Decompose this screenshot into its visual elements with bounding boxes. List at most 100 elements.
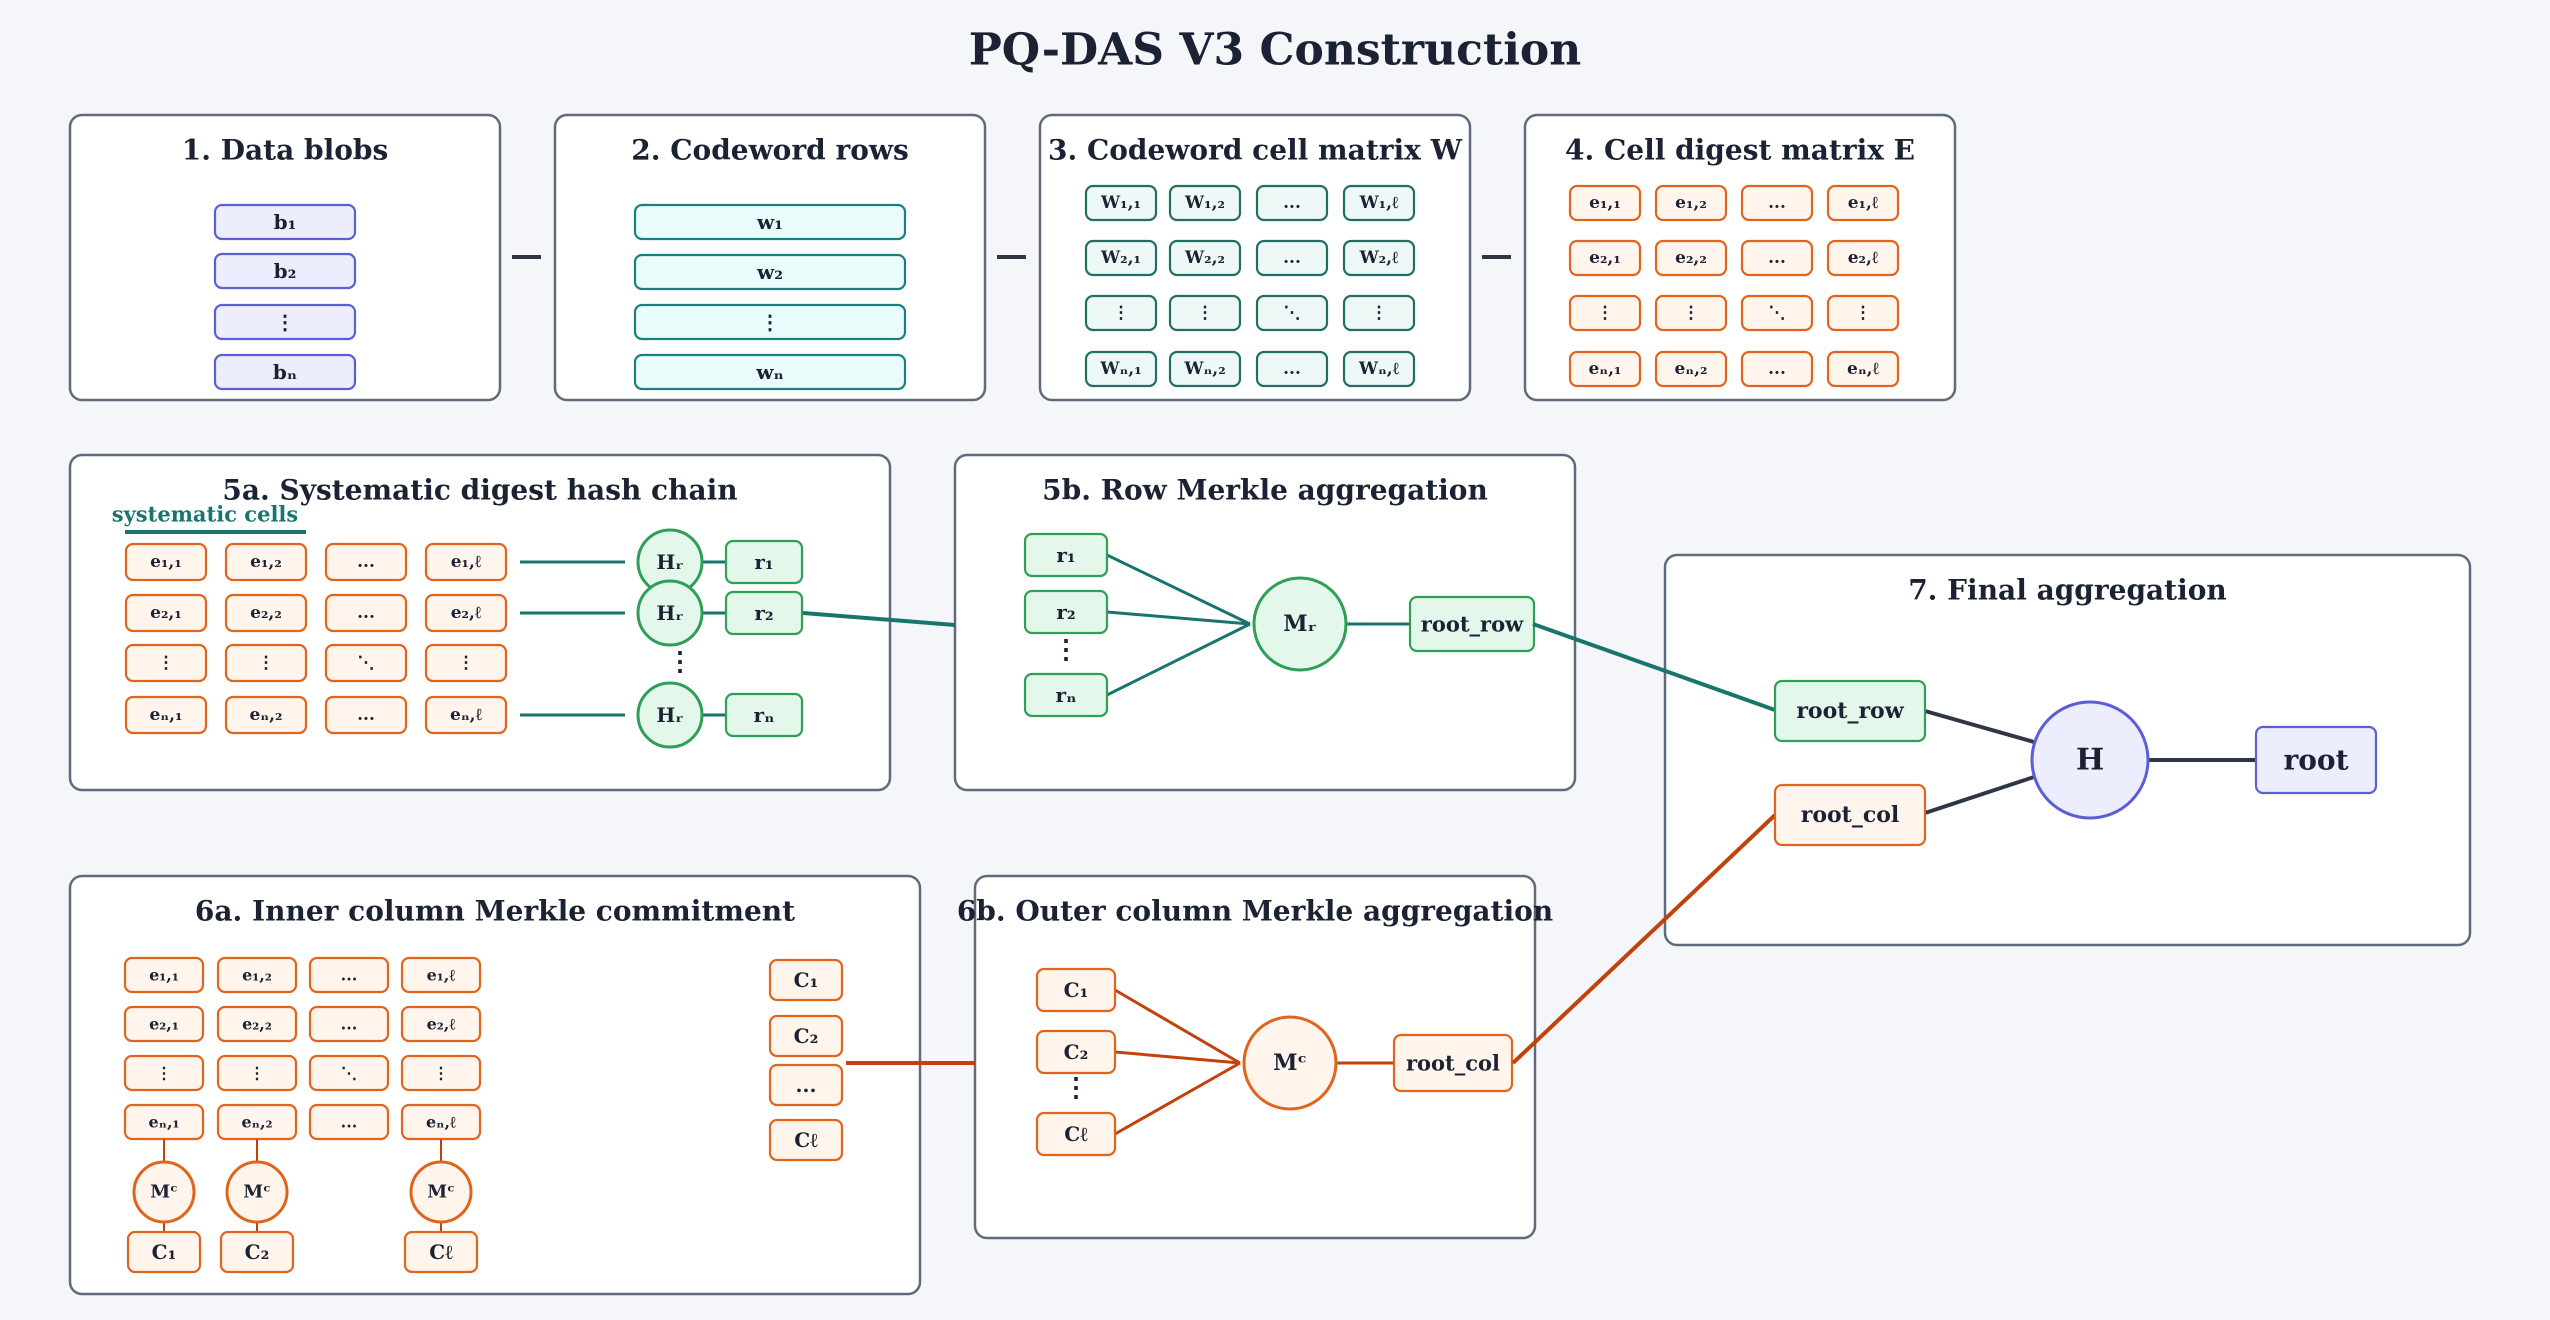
r-input-1-label: r₂ <box>1056 600 1075 624</box>
panel-inner-column-title: 6a. Inner column Merkle commitment <box>195 895 795 928</box>
inner-col-e-cell-3-1-label: eₙ,₂ <box>241 1113 272 1132</box>
e-matrix-cell-1-2-label: ... <box>1768 248 1786 268</box>
inner-c-output-0-label: C₁ <box>152 1240 177 1264</box>
root-row-5b-label: root_row <box>1421 612 1524 637</box>
c-stack-1-label: C₂ <box>794 1024 819 1048</box>
codeword-row-2 <box>633 303 907 341</box>
r-to-mr-link-1 <box>1106 610 1251 626</box>
link-5a-5b <box>802 611 956 627</box>
inner-col-e-cell-1-0 <box>123 1005 205 1043</box>
inner-col-e-cell-2-1-label: ⋮ <box>249 1064 265 1083</box>
hash-chain-e-cell-2-3-label: ⋮ <box>458 653 475 673</box>
hash-chain-e-cell-2-0 <box>124 643 208 683</box>
inner-col-e-cell-1-2 <box>308 1005 390 1043</box>
c-to-mc-link-0 <box>1114 988 1241 1065</box>
panel-digest-matrix-title: 4. Cell digest matrix E <box>1565 134 1915 167</box>
root-col-6b-label: root_col <box>1406 1051 1500 1076</box>
e-matrix-cell-2-3-label: ⋮ <box>1855 303 1872 323</box>
hash-chain-e-cell-0-0-label: e₁,₁ <box>150 552 182 572</box>
inner-col-e-cell-0-0-label: e₁,₁ <box>149 966 179 985</box>
codeword-row-2-label: ⋮ <box>760 310 780 334</box>
w-matrix-cell-3-0 <box>1084 350 1158 388</box>
final-root <box>2254 725 2378 795</box>
hash-chain-e-cell-0-2-label: ... <box>357 552 375 572</box>
codeword-row-0 <box>633 203 907 241</box>
e-matrix-cell-2-0-label: ⋮ <box>1597 303 1614 323</box>
inner-mc-node-1-label: Mᶜ <box>243 1182 271 1203</box>
inner-col-e-cell-2-0 <box>123 1054 205 1092</box>
e-matrix-cell-2-1-label: ⋮ <box>1683 303 1700 323</box>
e-matrix-cell-0-1-label: e₁,₂ <box>1675 193 1707 213</box>
e-matrix-cell-0-3 <box>1826 184 1900 222</box>
e-matrix-cell-1-0-label: e₂,₁ <box>1589 248 1621 268</box>
codeword-row-1-label: w₂ <box>756 260 783 284</box>
w-matrix-cell-3-1-label: Wₙ,₂ <box>1183 359 1225 379</box>
hash-chain-e-cell-3-2-label: ... <box>357 705 375 725</box>
w-matrix-cell-0-2-label: ... <box>1283 193 1301 213</box>
hash-chain-e-cell-2-1 <box>224 643 308 683</box>
c-stack-3-label: Cℓ <box>794 1128 818 1152</box>
final-root-col <box>1773 783 1927 847</box>
inner-mc-node-0-label: Mᶜ <box>150 1182 178 1203</box>
final-root-label: root <box>2283 744 2348 777</box>
hash-chain-e-cell-2-3 <box>424 643 508 683</box>
e-matrix-cell-2-1 <box>1654 294 1728 332</box>
e-matrix-cell-3-0 <box>1568 350 1642 388</box>
rootrow-to-h-link <box>1924 709 2035 744</box>
r-output-1-label: r₂ <box>754 601 773 625</box>
blob-0-label: b₁ <box>274 210 297 234</box>
w-matrix-cell-0-0 <box>1084 184 1158 222</box>
w-matrix-cell-2-2-label: ⋱ <box>1284 303 1301 323</box>
e-matrix-cell-1-3 <box>1826 239 1900 277</box>
final-root-col-label: root_col <box>1801 802 1900 828</box>
codeword-row-1 <box>633 253 907 291</box>
w-matrix-cell-3-2-label: ... <box>1283 359 1301 379</box>
hash-chain-e-cell-3-3 <box>424 695 508 735</box>
inner-c-output-0 <box>126 1230 202 1274</box>
blob-3-label: bₙ <box>273 360 297 384</box>
hash-chain-e-cell-1-1 <box>224 593 308 633</box>
blob-2 <box>213 303 357 341</box>
panel-final-aggregation-title: 7. Final aggregation <box>1908 574 2227 607</box>
inner-col-e-cell-1-1 <box>216 1005 298 1043</box>
r-to-mr-link-2 <box>1106 622 1251 697</box>
blob-2-label: ⋮ <box>275 310 295 334</box>
e-matrix-cell-3-0-label: eₙ,₁ <box>1588 359 1621 379</box>
blob-1 <box>213 252 357 290</box>
hash-chain-e-cell-2-1-label: ⋮ <box>258 653 275 673</box>
hash-chain-e-cell-0-2 <box>324 542 408 582</box>
hash-node-0-label: Hᵣ <box>656 550 683 574</box>
inner-col-e-cell-1-3 <box>400 1005 482 1043</box>
final-root-row-label: root_row <box>1796 698 1904 724</box>
hash-chain-e-cell-3-3-label: eₙ,ℓ <box>450 705 483 725</box>
e-matrix-cell-1-2 <box>1740 239 1814 277</box>
e-matrix-cell-1-3-label: e₂,ℓ <box>1848 248 1879 268</box>
codeword-row-3-label: wₙ <box>755 360 784 384</box>
hash-node-2-label: Hᵣ <box>656 703 683 727</box>
e-matrix-cell-0-0-label: e₁,₁ <box>1589 193 1621 213</box>
row-merkle-node <box>1252 576 1348 672</box>
e-matrix-cell-2-2 <box>1740 294 1814 332</box>
inner-col-e-cell-2-2-label: ⋱ <box>341 1064 357 1083</box>
link-rootcol-final <box>1511 813 1777 1065</box>
inner-c-output-2-label: Cℓ <box>429 1240 453 1264</box>
e-matrix-cell-3-1-label: eₙ,₂ <box>1674 359 1707 379</box>
inner-col-e-cell-3-2-label: ... <box>341 1113 358 1132</box>
w-matrix-cell-0-1-label: W₁,₂ <box>1184 193 1225 213</box>
c-input-1-label: C₂ <box>1064 1040 1089 1064</box>
hash-chain-e-cell-0-1 <box>224 542 308 582</box>
final-hash-node-label: H <box>2076 743 2104 778</box>
hash-chain-e-cell-1-3 <box>424 593 508 633</box>
inner-col-e-cell-2-0-label: ⋮ <box>156 1064 172 1083</box>
inner-col-e-cell-0-1-label: e₁,₂ <box>242 966 272 985</box>
r-output-0 <box>724 539 804 585</box>
hash-chain-e-cell-1-0-label: e₂,₁ <box>150 603 182 623</box>
inner-col-e-cell-2-3 <box>400 1054 482 1092</box>
hash-chain-e-cell-0-3-label: e₁,ℓ <box>451 552 482 572</box>
inner-col-e-cell-3-2 <box>308 1103 390 1141</box>
panel-hash-chain-title: 5a. Systematic digest hash chain <box>222 474 737 507</box>
panel-outer-column-title: 6b. Outer column Merkle aggregation <box>957 895 1553 928</box>
inner-mc-node-2-label: Mᶜ <box>427 1182 455 1203</box>
inner-col-e-cell-2-2 <box>308 1054 390 1092</box>
r-output-0-label: r₁ <box>754 550 773 574</box>
